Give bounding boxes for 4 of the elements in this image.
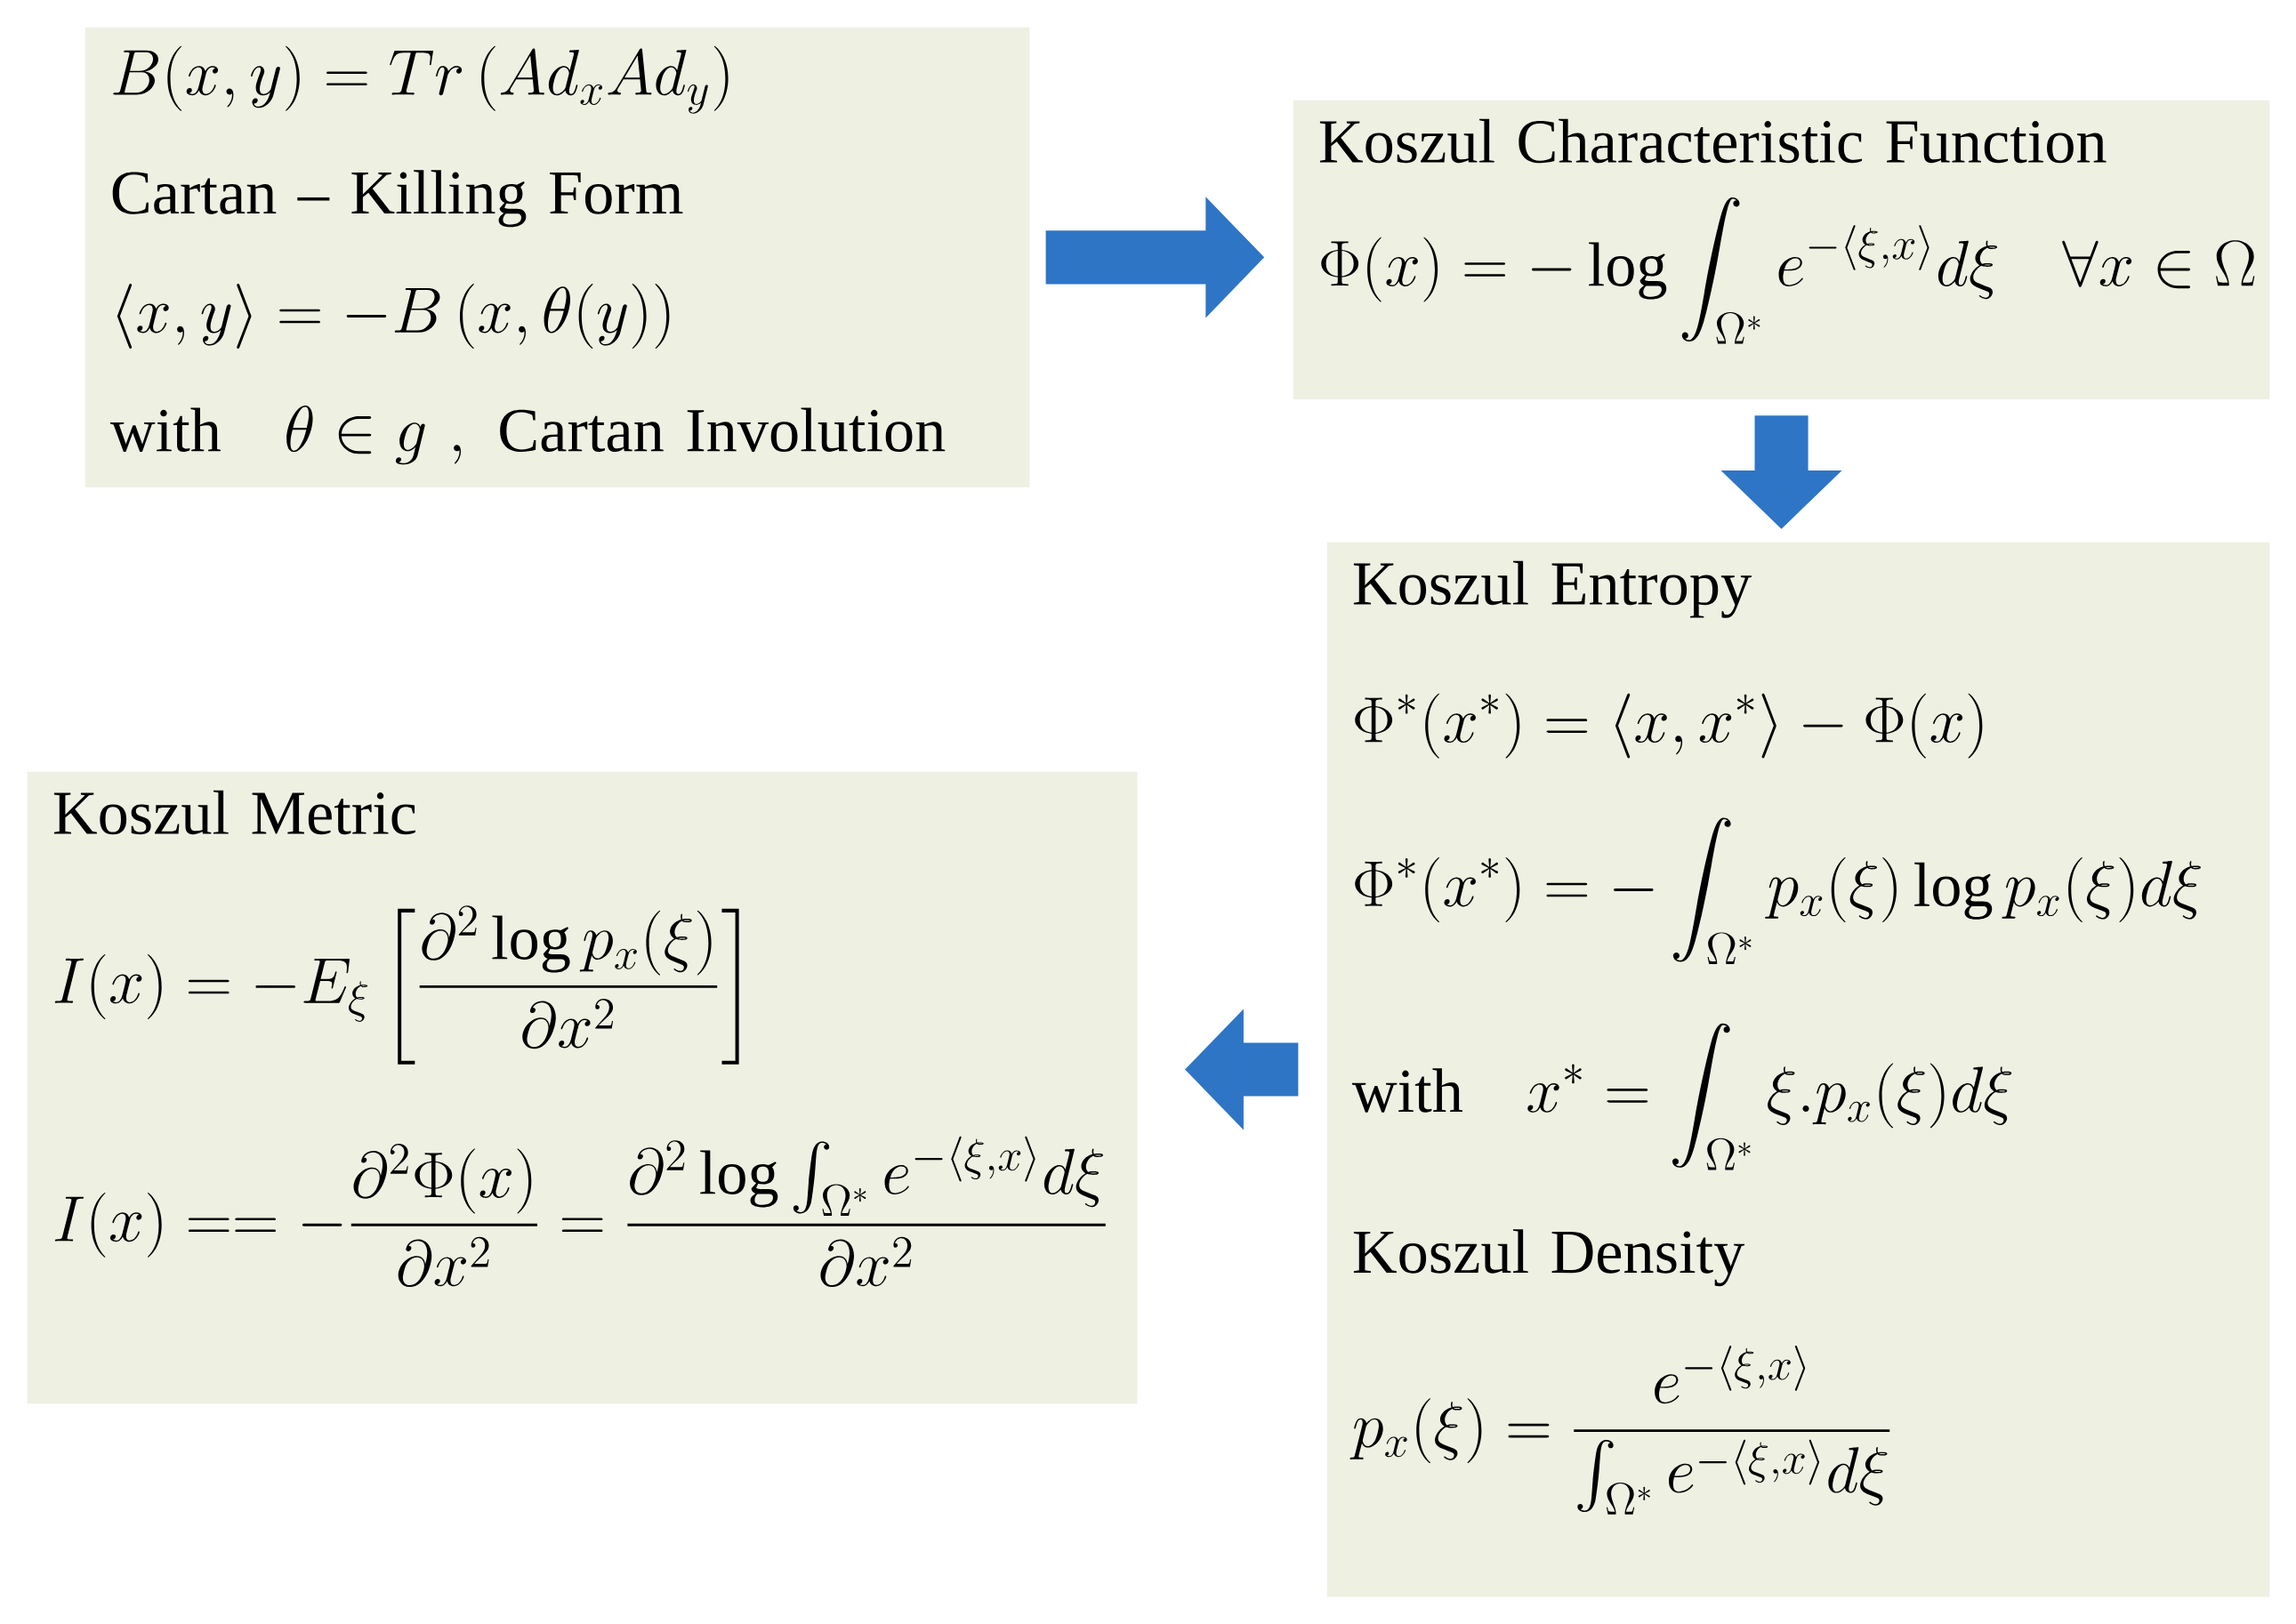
formula-box: $B(x,y)=Tr\left(Ad_xAd_y\right)$ Cartan – Killing Form $\left\langle x,y\right\rangle=-B\left(x,\theta(y)\right)$ $\mathrm{with}\quad\theta\in g\ ,\ \mathrm{Cartan\ Involution}$ [85,27,1030,487]
formula-box: Koszul Metric $I(x)=-E_\xi\left[\frac{\partial^2\log p_x(\xi)}{\partial x^2}\right]$ $I(x)==-\frac{\partial^2\Phi(x)}{\partial x^2}=\frac{\partial^2\log\int_{\Omega^*}e^{-\langle\xi,x\rangle}d\xi}{\partial x^2}$ [27,771,1138,1404]
formula-box: Koszul Entropy $\Phi^*(x^*)=\left\langle x,x^*\right\rangle-\Phi(x)$ $\Phi^*(x^*)=-\int_{\Omega^*}p_x(\xi)\log p_x(\xi)d\xi$ $\mathrm{with}\quad x^*=\int_{\Omega^*}\xi.p_x(\xi)d\xi$ Koszul Density $p_x(\xi)=\frac{e^{-\langle\xi,x\rangle}}{\int_{\Omega^*}e^{-\langle\xi,x\rangle}d\xi}$ [1326,542,2270,1597]
formula-box: Koszul Characteristic Function $\Phi(x)=-\log\int_{\Omega^*}e^{-\langle\xi,x\rangle}d\xi\quad\forall x\in\Omega$ [1293,100,2270,399]
